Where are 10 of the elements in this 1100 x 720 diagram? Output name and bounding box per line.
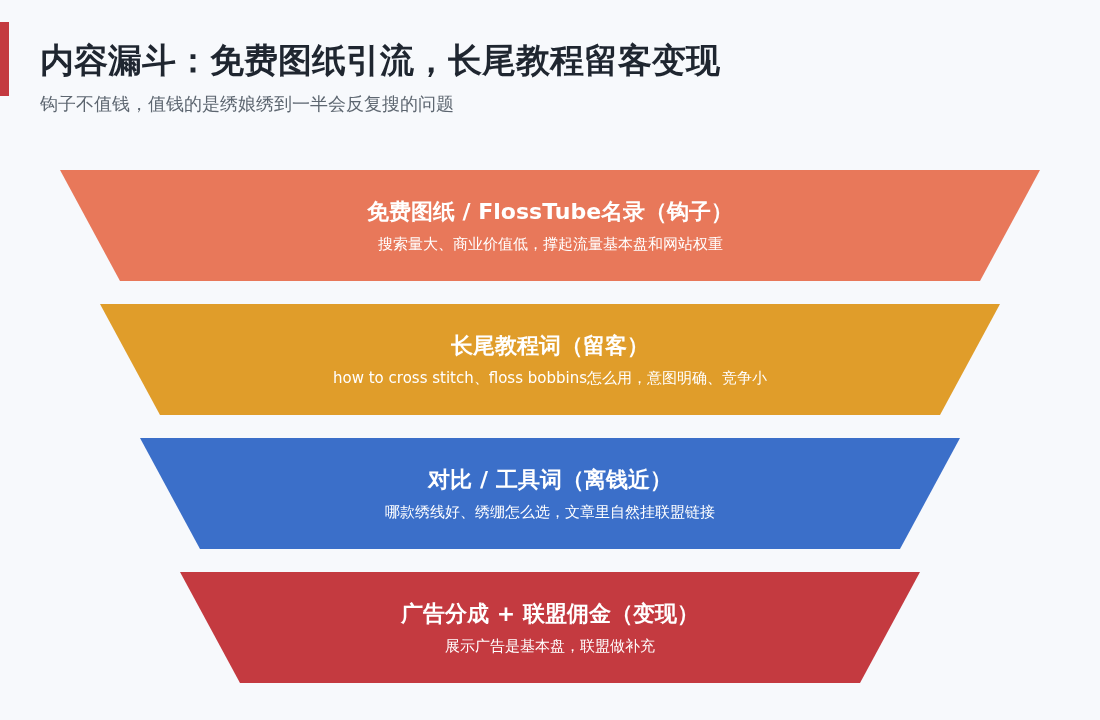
subtitle: 钩子不值钱，值钱的是绣娘绣到一半会反复搜的问题: [40, 92, 454, 116]
title: 内容漏斗：免费图纸引流，长尾教程留客变现: [40, 39, 720, 82]
band-title: 免费图纸 / FlossTube名录（钩子）: [366, 198, 734, 226]
band-description: 哪款绣线好、绣绷怎么选，文章里自然挂联盟链接: [385, 503, 715, 522]
band-title: 长尾教程词（留客）: [451, 332, 649, 360]
band-description: how to cross stitch、floss bobbins怎么用，意图明确、竞争小: [333, 369, 767, 388]
band-title: 对比 / 工具词（离钱近）: [428, 466, 672, 494]
band-description: 展示广告是基本盘，联盟做补充: [445, 637, 655, 656]
band-title: 广告分成 + 联盟佣金（变现）: [401, 600, 699, 628]
band-description: 搜索量大、商业价值低，撑起流量基本盘和网站权重: [377, 235, 723, 254]
